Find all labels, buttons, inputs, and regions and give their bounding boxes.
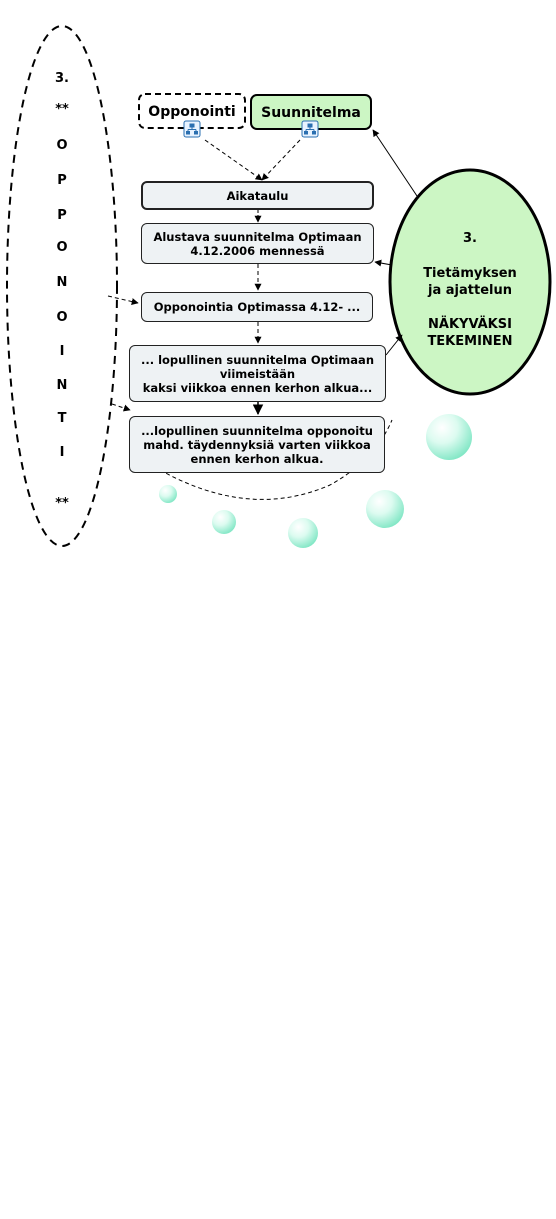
knowledge-visible-ellipse[interactable] bbox=[388, 168, 552, 396]
side-letter: N bbox=[57, 378, 68, 393]
side-stars-top: ** bbox=[55, 102, 69, 117]
step-line: kaksi viikkoa ennen kerhon alkua... bbox=[142, 380, 373, 395]
side-ellipse-text: 3. ** O P P O N O I N T I ** bbox=[55, 71, 69, 511]
step-opponoitu-box[interactable]: ...lopullinen suunnitelma opponoitu mahd… bbox=[129, 416, 385, 473]
structure-icon[interactable] bbox=[183, 120, 201, 138]
opponointi-side-ellipse bbox=[6, 25, 118, 547]
step-lopullinen-box[interactable]: ... lopullinen suunnitelma Optimaan viim… bbox=[129, 345, 386, 402]
step-line: 4.12.2006 mennessä bbox=[190, 243, 325, 258]
side-letter: T bbox=[58, 411, 67, 426]
side-stars-bottom: ** bbox=[55, 496, 69, 511]
step-alustava-box[interactable]: Alustava suunnitelma Optimaan 4.12.2006 … bbox=[141, 223, 374, 264]
side-letter: O bbox=[56, 240, 67, 255]
step-line: mahd. täydennyksiä varten viikkoa bbox=[143, 437, 371, 452]
green-line-4: TEKEMINEN bbox=[427, 334, 512, 349]
opponointi-node-label: Opponointi bbox=[148, 104, 235, 120]
green-ellipse-text: 3. Tietämyksen ja ajattelun NÄKYVÄKSI TE… bbox=[423, 231, 517, 349]
side-letter: I bbox=[60, 344, 65, 359]
side-letter: I bbox=[60, 445, 65, 460]
decorative-bubbles bbox=[159, 414, 472, 548]
step-line: Opponointia Optimassa 4.12- ... bbox=[153, 300, 361, 314]
step-line: ...lopullinen suunnitelma opponoitu bbox=[141, 423, 373, 438]
green-number: 3. bbox=[463, 231, 477, 246]
step-line: ... lopullinen suunnitelma Optimaan bbox=[140, 352, 375, 367]
aikataulu-label: Aikataulu bbox=[226, 188, 289, 203]
side-letter: P bbox=[57, 208, 67, 223]
step-line: ennen kerhon alkua. bbox=[190, 451, 324, 466]
step-opponointia-box[interactable]: Opponointia Optimassa 4.12- ... bbox=[141, 292, 373, 322]
side-letter: P bbox=[57, 173, 67, 188]
dashed-return-arc bbox=[159, 419, 393, 500]
step-line: Alustava suunnitelma Optimaan bbox=[153, 229, 362, 244]
green-line-3: NÄKYVÄKSI bbox=[428, 316, 512, 332]
side-letter: O bbox=[56, 310, 67, 325]
suunnitelma-node-label: Suunnitelma bbox=[261, 105, 361, 121]
green-line-1: Tietämyksen bbox=[423, 266, 517, 281]
side-number: 3. bbox=[55, 71, 69, 86]
structure-icon[interactable] bbox=[301, 120, 319, 138]
side-letter: N bbox=[57, 275, 68, 290]
side-letter: O bbox=[56, 138, 67, 153]
step-line: viimeistään bbox=[219, 366, 296, 381]
aikataulu-box[interactable]: Aikataulu bbox=[141, 181, 374, 210]
green-line-2: ja ajattelun bbox=[427, 283, 512, 298]
connectors bbox=[107, 129, 418, 416]
